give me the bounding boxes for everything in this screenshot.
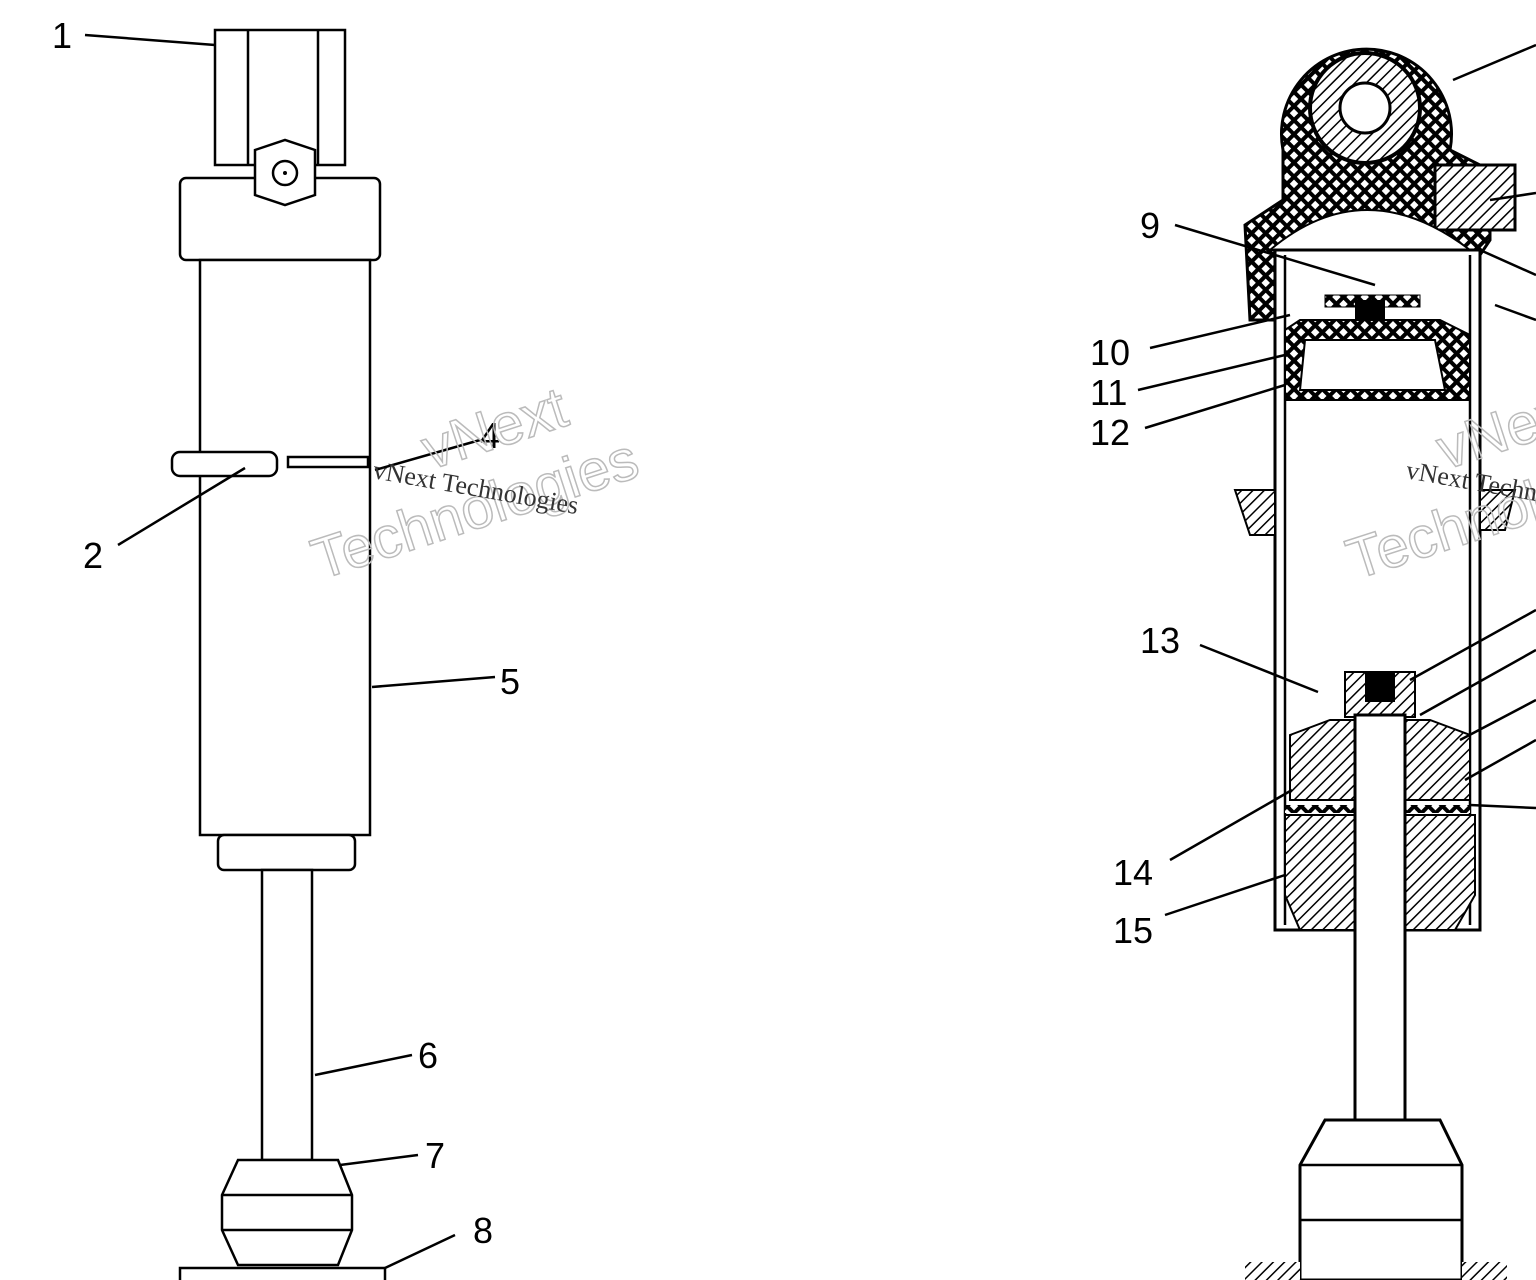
callout-15: 15 — [1113, 910, 1153, 951]
callout-14: 14 — [1113, 852, 1153, 893]
right-shock-cross-section — [1233, 47, 1517, 1280]
callout-9: 9 — [1140, 205, 1160, 246]
left-shock-exterior — [170, 28, 387, 1280]
callout-10: 10 — [1090, 332, 1130, 373]
callout-12: 12 — [1090, 412, 1130, 453]
callout-2: 2 — [83, 535, 103, 576]
collar — [170, 450, 279, 478]
shock-body — [198, 258, 372, 837]
reservoir-fitting — [1433, 163, 1517, 232]
shaft-section — [1353, 713, 1407, 1122]
callout-5: 5 — [500, 661, 520, 702]
callout-13: 13 — [1140, 620, 1180, 661]
end-cap — [216, 833, 357, 872]
callout-6: 6 — [418, 1035, 438, 1076]
callout-11: 11 — [1090, 372, 1127, 413]
plate — [178, 1266, 387, 1280]
lower-eye — [1298, 1118, 1464, 1280]
callout-7: 7 — [425, 1135, 445, 1176]
shaft — [260, 868, 314, 1162]
callout-4: 4 — [480, 415, 500, 456]
callout-1: 1 — [52, 15, 72, 56]
bumper — [220, 1158, 354, 1267]
callout-8: 8 — [473, 1210, 493, 1251]
leader-lines — [84, 33, 1536, 1270]
